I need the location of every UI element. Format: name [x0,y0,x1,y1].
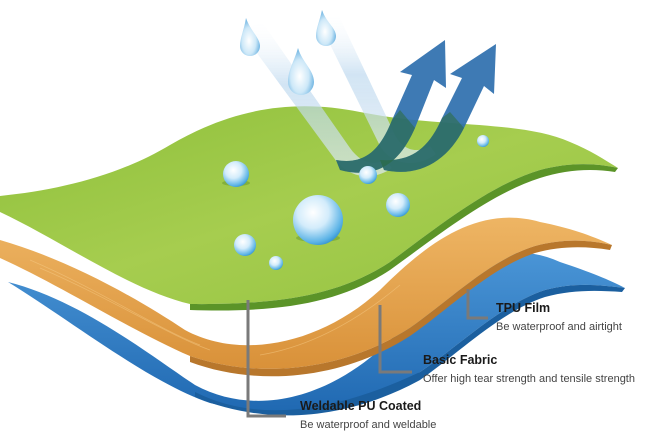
up-arrow-icon [336,40,446,173]
layer-title: Basic Fabric [423,353,498,367]
layer-description: Offer high tear strength and tensile str… [423,373,635,385]
pu-coated-layer [8,252,625,416]
falling-drops [240,10,336,95]
water-bead-icon [386,193,410,217]
vapor-arrows [336,40,496,173]
label-weldable-pu: Weldable PU Coated Be waterproof and wel… [300,399,436,432]
leader-line-tpu [466,289,488,320]
water-bead-icon [234,234,256,256]
label-tpu-film: TPU Film Be waterproof and airtight [496,301,622,334]
water-bead-icon [359,166,377,184]
label-basic-fabric: Basic Fabric Offer high tear strength an… [423,353,635,386]
water-streams [240,14,436,177]
leader-line-fabric [378,305,412,374]
layer-description: Be waterproof and weldable [300,419,437,431]
basic-fabric-layer [0,217,612,377]
water-drop-icon [240,18,260,56]
up-arrow-icon [380,44,496,172]
layer-title: TPU Film [496,301,551,315]
water-beads [222,135,489,270]
water-bead-icon [477,135,489,147]
water-bead-icon [293,195,343,245]
water-bead-icon [223,161,249,187]
water-drop-icon [316,10,336,46]
water-drop-icon [288,48,314,95]
leader-lines [246,289,488,418]
leader-line-pu [246,300,286,418]
layer-description: Be waterproof and airtight [496,321,622,333]
water-bead-icon [269,256,283,270]
layer-title: Weldable PU Coated [300,399,422,413]
